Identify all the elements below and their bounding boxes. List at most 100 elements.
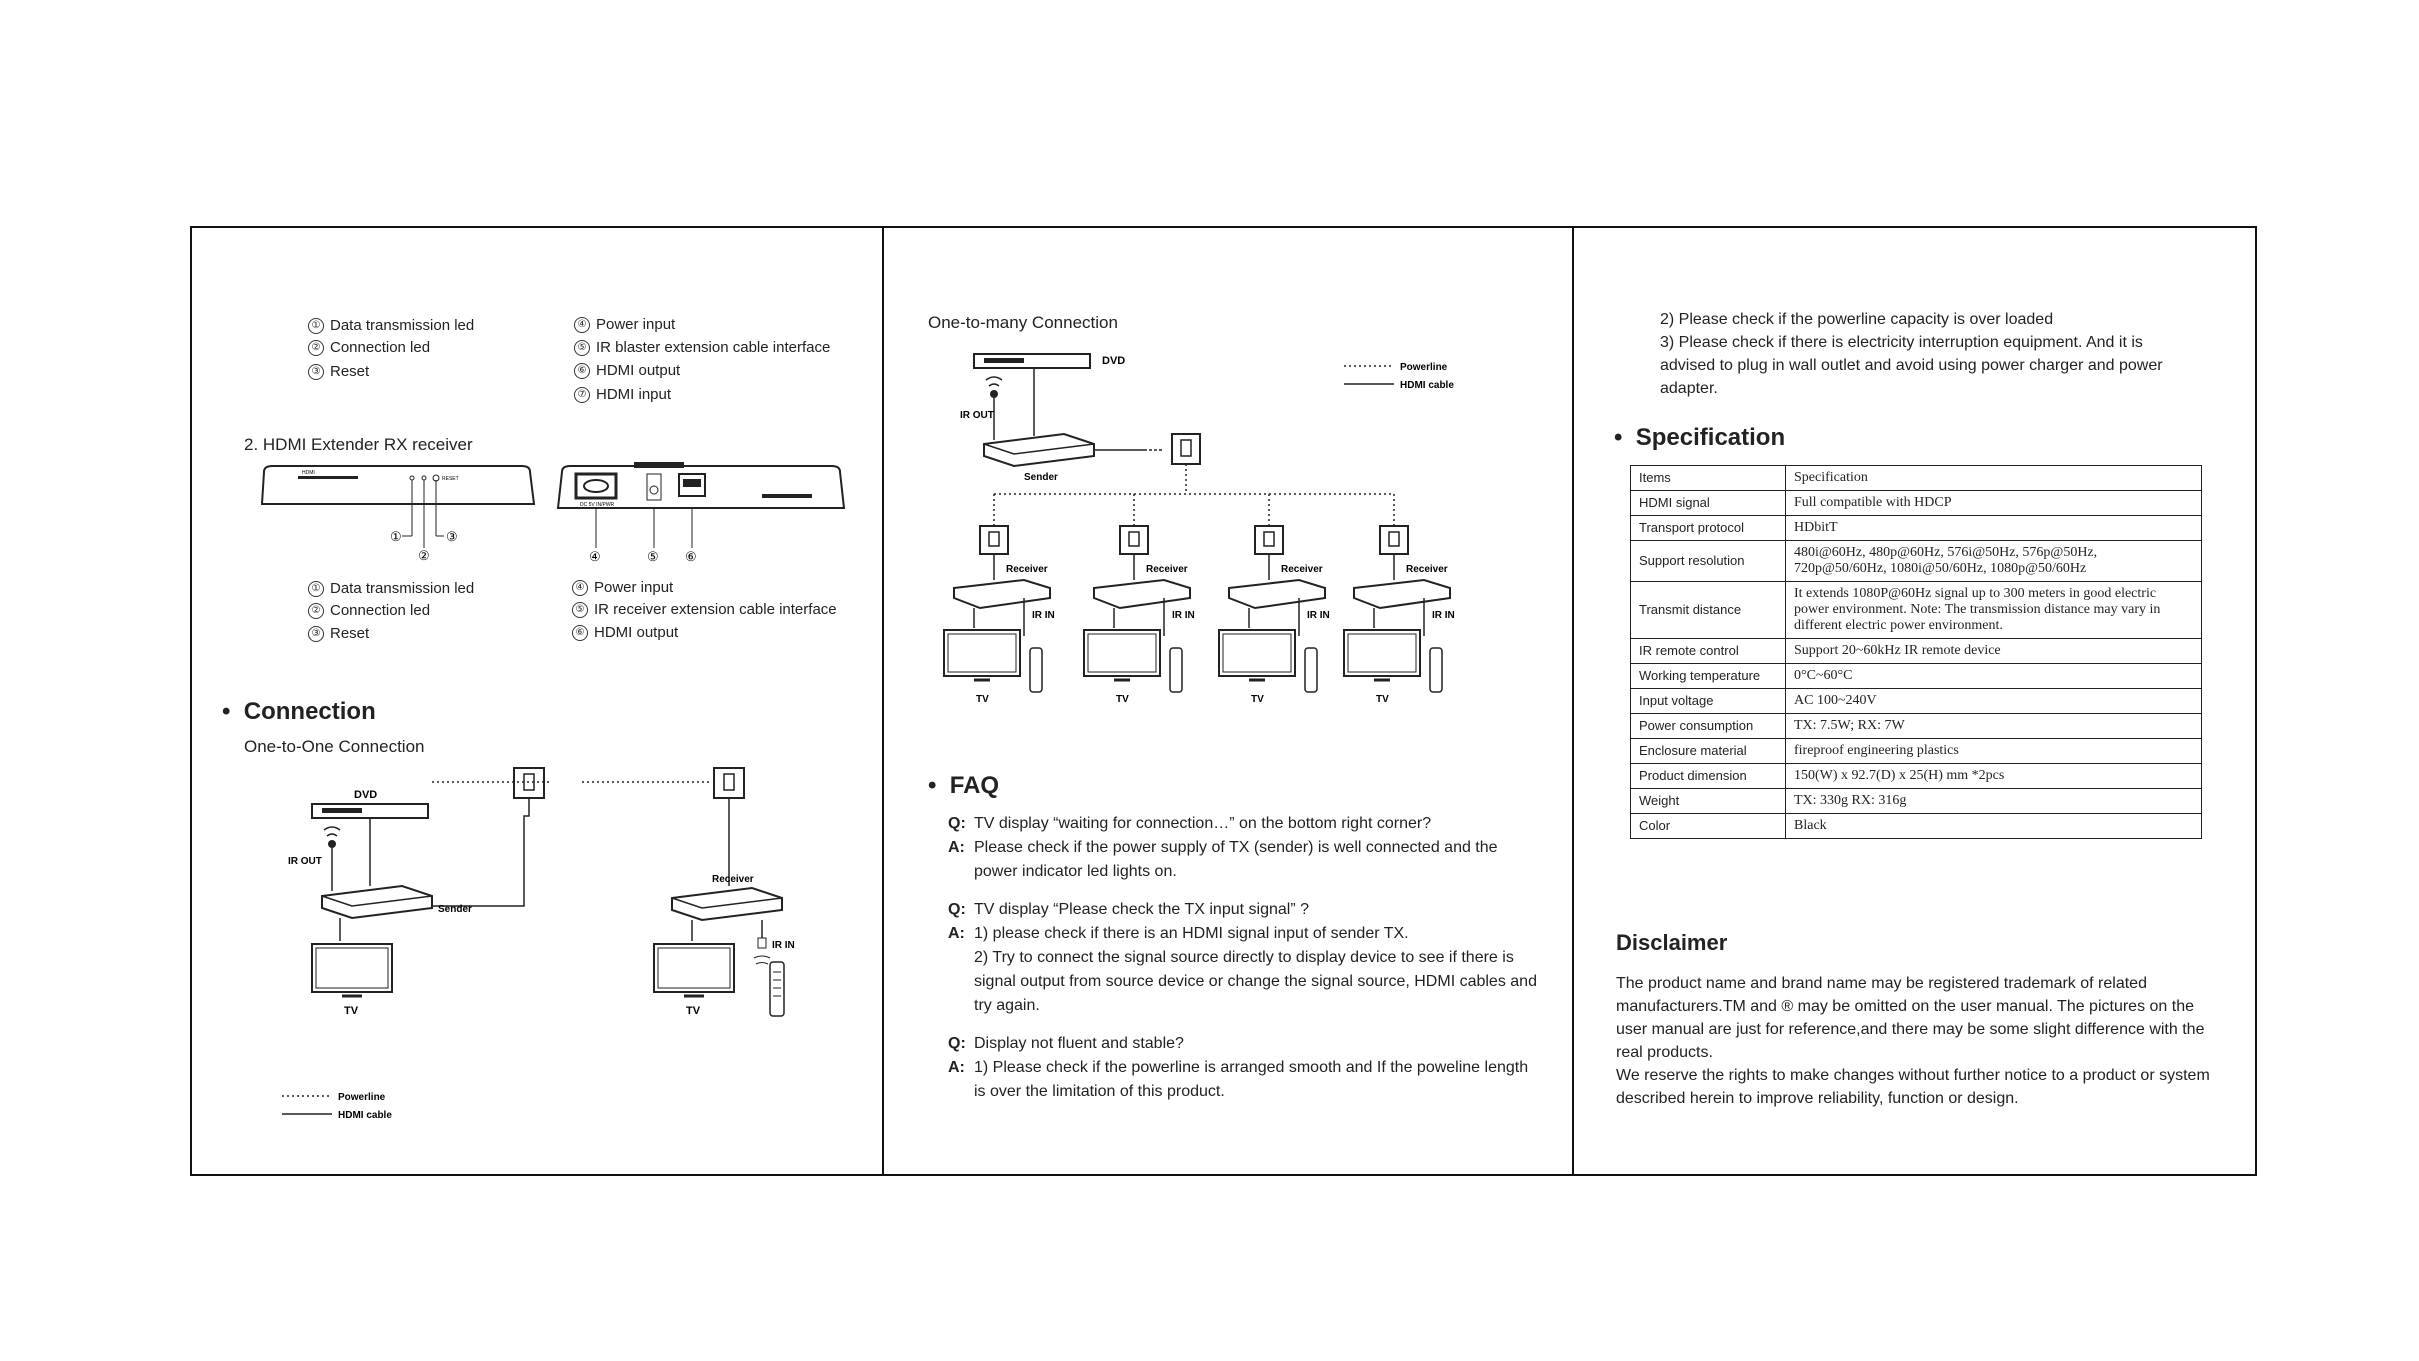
receiver-branch-2: Receiver IR IN TV bbox=[1083, 494, 1195, 705]
spec-key: IR remote control bbox=[1630, 638, 1786, 664]
diagram-legend: Powerline HDMI cable bbox=[282, 1092, 392, 1121]
tv-icon: TV bbox=[311, 943, 393, 1017]
one-to-many-diagram: DVD IR OUT Sender bbox=[943, 353, 1455, 705]
receiver-device-icon: Receiver bbox=[671, 874, 783, 922]
svg-text:③: ③ bbox=[446, 529, 458, 544]
spec-value: Support 20~60kHz IR remote device bbox=[1785, 638, 2202, 664]
faq-answer: 2) Try to connect the signal source dire… bbox=[974, 949, 1537, 1014]
spec-key: Input voltage bbox=[1630, 688, 1786, 714]
column-right: 2) Please check if the powerline capacit… bbox=[1572, 228, 2259, 1174]
rx-panel-diagram: HDMI RESET ① ② ③ DC 5V IN/PWR bbox=[260, 462, 846, 564]
receiver-branch-4: Receiver IR IN TV bbox=[1343, 494, 1455, 705]
svg-text:TV: TV bbox=[1116, 694, 1129, 705]
faq-continuation: 2) Please check if the powerline capacit… bbox=[1660, 308, 2190, 400]
power-outlet-icon bbox=[1171, 433, 1201, 465]
svg-text:IR IN: IR IN bbox=[1032, 610, 1055, 621]
svg-text:DC 5V IN/PWR: DC 5V IN/PWR bbox=[580, 502, 615, 508]
spec-value: 480i@60Hz, 480p@60Hz, 576i@50Hz, 576p@50… bbox=[1785, 540, 2202, 582]
faq-question: Q:Display not fluent and stable? bbox=[948, 1035, 1184, 1052]
power-outlet-icon bbox=[513, 767, 545, 799]
rx-heading: 2. HDMI Extender RX receiver bbox=[244, 435, 473, 454]
power-outlet-icon bbox=[713, 767, 745, 799]
remote-control-icon bbox=[769, 961, 785, 1017]
faq-heading: • FAQ bbox=[928, 772, 1000, 799]
connection-heading: • Connection bbox=[222, 698, 376, 725]
specification-heading: • Specification bbox=[1614, 424, 1786, 451]
svg-text:HDMI cable: HDMI cable bbox=[1400, 380, 1454, 391]
svg-text:IR IN: IR IN bbox=[1307, 610, 1330, 621]
column-middle: One-to-many Connection DVD IR OUT Sender bbox=[882, 228, 1574, 1174]
spec-value: HDbitT bbox=[1785, 515, 2202, 541]
spec-value: TX: 330g RX: 316g bbox=[1785, 788, 2202, 814]
svg-text:Sender: Sender bbox=[438, 904, 472, 915]
disclaimer-heading: Disclaimer bbox=[1616, 930, 1728, 955]
svg-text:①: ① bbox=[390, 529, 402, 544]
faq-question: Q:TV display “Please check the TX input … bbox=[948, 901, 1309, 918]
disclaimer-text: The product name and brand name may be r… bbox=[1616, 972, 2216, 1110]
svg-text:IR IN: IR IN bbox=[1432, 610, 1455, 621]
receiver-branch-3: Receiver IR IN TV bbox=[1218, 494, 1330, 705]
disclaimer-paragraph: The product name and brand name may be r… bbox=[1616, 975, 2205, 1061]
faq-answer: 2) Please check if the powerline capacit… bbox=[1660, 311, 2054, 328]
svg-text:④: ④ bbox=[589, 549, 601, 564]
svg-text:IR IN: IR IN bbox=[772, 940, 795, 951]
spec-key: Items bbox=[1630, 465, 1786, 491]
spec-value: fireproof engineering plastics bbox=[1785, 738, 2202, 764]
spec-value: 0°C~60°C bbox=[1785, 663, 2202, 689]
svg-text:DVD: DVD bbox=[1102, 355, 1125, 367]
ir-out-icon: IR OUT bbox=[288, 826, 341, 891]
spec-key: Support resolution bbox=[1630, 540, 1786, 582]
svg-text:IR OUT: IR OUT bbox=[288, 856, 322, 867]
faq-answer: A:1) Please check if the powerline is ar… bbox=[948, 1059, 1529, 1100]
svg-text:⑤: ⑤ bbox=[647, 549, 659, 564]
receiver-branch-1: Receiver IR IN TV bbox=[943, 494, 1055, 705]
svg-text:Powerline: Powerline bbox=[1400, 362, 1448, 373]
spec-key: Power consumption bbox=[1630, 713, 1786, 739]
ir-out-icon: IR OUT bbox=[960, 376, 1003, 440]
spec-value: Black bbox=[1785, 813, 2202, 839]
faq-block: Q:TV display “waiting for connection…” o… bbox=[948, 812, 1538, 1104]
svg-text:Receiver: Receiver bbox=[1146, 564, 1188, 575]
svg-text:TV: TV bbox=[344, 1005, 359, 1017]
dvd-player-icon: DVD bbox=[311, 789, 429, 819]
rx-front-panel: HDMI RESET ① ② ③ bbox=[260, 465, 536, 563]
spec-value: Full compatible with HDCP bbox=[1785, 490, 2202, 516]
spec-key: Working temperature bbox=[1630, 663, 1786, 689]
svg-text:TV: TV bbox=[1376, 694, 1389, 705]
spec-key: Weight bbox=[1630, 788, 1786, 814]
svg-text:TV: TV bbox=[1251, 694, 1264, 705]
spec-key: Transmit distance bbox=[1630, 581, 1786, 639]
faq-answer: A:1) please check if there is an HDMI si… bbox=[948, 925, 1409, 942]
svg-text:IR OUT: IR OUT bbox=[960, 410, 994, 421]
svg-text:⑥: ⑥ bbox=[685, 549, 697, 564]
spec-value: TX: 7.5W; RX: 7W bbox=[1785, 713, 2202, 739]
dvd-player-icon: DVD bbox=[973, 353, 1125, 369]
spec-value: Specification bbox=[1785, 465, 2202, 491]
sender-device-icon: Sender bbox=[983, 432, 1095, 483]
spec-value: AC 100~240V bbox=[1785, 688, 2202, 714]
faq-question: Q:TV display “waiting for connection…” o… bbox=[948, 815, 1432, 832]
svg-text:Receiver: Receiver bbox=[1006, 564, 1048, 575]
ir-in-icon: IR IN bbox=[753, 920, 795, 965]
